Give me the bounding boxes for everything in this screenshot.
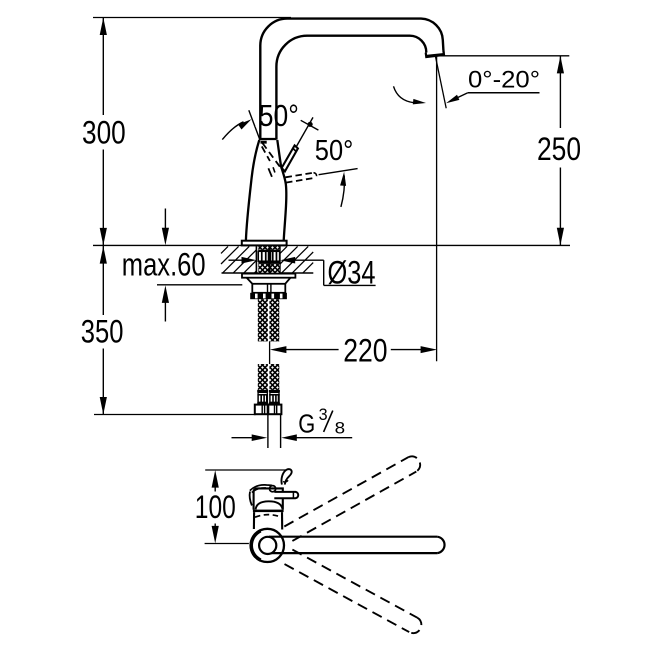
svg-text:8: 8 bbox=[335, 418, 346, 437]
svg-text:3: 3 bbox=[319, 405, 328, 424]
svg-text:G: G bbox=[298, 408, 315, 438]
svg-text:300: 300 bbox=[82, 114, 126, 150]
svg-text:220: 220 bbox=[343, 332, 387, 368]
svg-text:350: 350 bbox=[81, 314, 124, 350]
svg-text:max.60: max.60 bbox=[122, 247, 206, 283]
svg-text:250: 250 bbox=[537, 131, 581, 167]
svg-text:100: 100 bbox=[195, 489, 236, 525]
svg-text:0°-20°: 0°-20° bbox=[468, 67, 540, 94]
svg-text:Ø34: Ø34 bbox=[328, 255, 376, 291]
svg-text:50°: 50° bbox=[315, 135, 354, 167]
svg-text:50°: 50° bbox=[259, 98, 299, 133]
